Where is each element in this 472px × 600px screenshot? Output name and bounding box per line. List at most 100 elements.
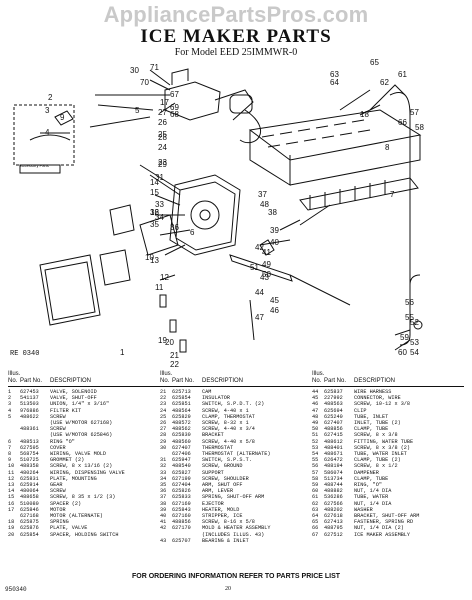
callout-label: 56 [405,298,414,307]
part-description: SCREW, 4-40 x 5/8 [202,438,255,445]
part-number: 625854 [172,395,191,402]
callout-label: 43 [260,273,269,282]
part-description: GROMMET (2) [50,457,85,464]
callout-label: 7 [390,190,395,199]
part-number: 488560 [172,438,191,445]
illus-number: 33 [160,469,167,476]
illus-number: 49 [312,420,319,427]
part-number: 625876 [20,525,39,532]
callout-label: 47 [255,313,264,322]
diagram-code: RE 0340 [10,350,40,358]
callout-label: 28 [158,133,167,142]
illus-number: 59 [312,482,319,489]
part-number: 488856 [172,519,191,526]
illus-number: 30 [160,444,167,451]
illus-number: 40 [160,513,167,520]
part-description: INLET, TUBE (2) [354,420,401,427]
part-description: SUPPORT [202,469,224,476]
illus-number: 41 [160,519,167,526]
callout-label: 71 [150,63,159,72]
callout-label: 58 [415,123,424,132]
callout-label: 19 [158,336,167,345]
callout-label: 25 [158,130,167,139]
part-number: 625831 [20,475,39,482]
part-description: (INCLUDES ILLUS. 43) [202,531,265,538]
illus-number: 45 [312,395,319,402]
illus-number: 56 [312,463,319,470]
part-number: 513734 [324,475,343,482]
part-number: 625829 [172,413,191,420]
callout-label: 41 [262,248,271,257]
illus-number: 26 [160,420,167,427]
illus-number: 3 [8,401,12,408]
part-description: BRACKET [202,432,224,439]
callout-label: 12 [160,273,169,282]
part-description: SCREW, SHOULDER [202,475,249,482]
part-description: SCREW, GROUND [202,463,243,470]
part-number: 625713 [172,389,191,395]
part-number: 480264 [20,469,39,476]
part-number: 625830 [172,432,191,439]
part-description: SCREW, 8 x 3/8 [354,432,398,439]
illus-number: 11 [8,469,15,476]
part-description: MOLD & HEATER ASSEMBLY [202,525,271,532]
part-description: TUBE, WATER [354,494,389,501]
part-number: 625846 [20,506,39,513]
part-number: 536286 [324,494,343,501]
callout-label: 27 [158,108,167,117]
callout-label: 44 [255,288,264,297]
part-number: 625240 [324,413,343,420]
part-description: UNION, 1/4" x 3/16" [50,401,110,408]
part-description: SPRING, SHUT-OFF ARM [202,494,265,501]
part-description: SWITCH, S.P.S.T. [202,457,252,464]
part-number: 510725 [20,457,39,464]
illus-number: 18 [8,519,15,526]
part-description: THERMOSTAT (ALTERNATE) [202,451,271,458]
illus-number: 51 [312,432,319,439]
illus-number: 57 [312,469,319,476]
part-description: CAM [202,389,212,395]
part-description: NUT, 1/4 DIA (2) [354,525,404,532]
callout-label: 48 [260,200,269,209]
part-number: 488612 [324,438,343,445]
part-description: NUT, 1/4 DIA [354,500,392,507]
illus-number: 37 [160,494,167,501]
illus-number: 4 [8,407,12,414]
illus-number: 36 [160,488,167,495]
part-description: VALVE, SOLENOID [50,389,97,395]
part-number: 488882 [324,488,343,495]
callout-label: 16 [150,208,159,217]
callout-label: 17 [160,98,169,107]
illus-number: 28 [160,432,167,439]
illus-number: 50 [312,426,319,433]
part-number: 625843 [172,506,191,513]
part-description: SCREW, 8-32 x 1 [202,420,249,427]
part-number: 227992 [324,395,343,402]
part-number: 625914 [20,482,39,489]
callout-label: 13 [150,256,159,265]
illus-number: 12 [8,475,15,482]
callout-label: 67 [170,90,179,99]
callout-label: 42 [255,243,264,252]
